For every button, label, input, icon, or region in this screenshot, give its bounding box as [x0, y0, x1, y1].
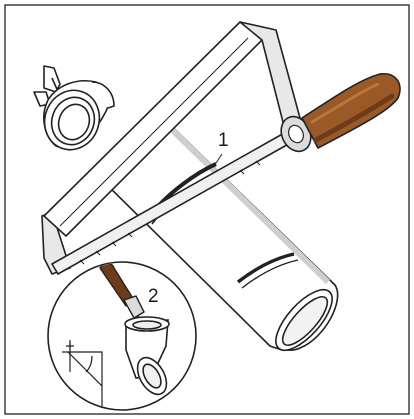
chamfer-angle-icon: [62, 340, 103, 409]
step-1-callout: 1: [218, 130, 229, 151]
callout-1-leader: [213, 153, 223, 167]
hacksaw-icon: [41, 21, 401, 275]
detail-inset: [47, 261, 197, 411]
pipe-fitting-icon: [33, 65, 115, 151]
pipe-fitting-detail: [124, 316, 170, 396]
step-2-callout: 2: [148, 286, 159, 307]
pipe-icon: [99, 109, 339, 352]
